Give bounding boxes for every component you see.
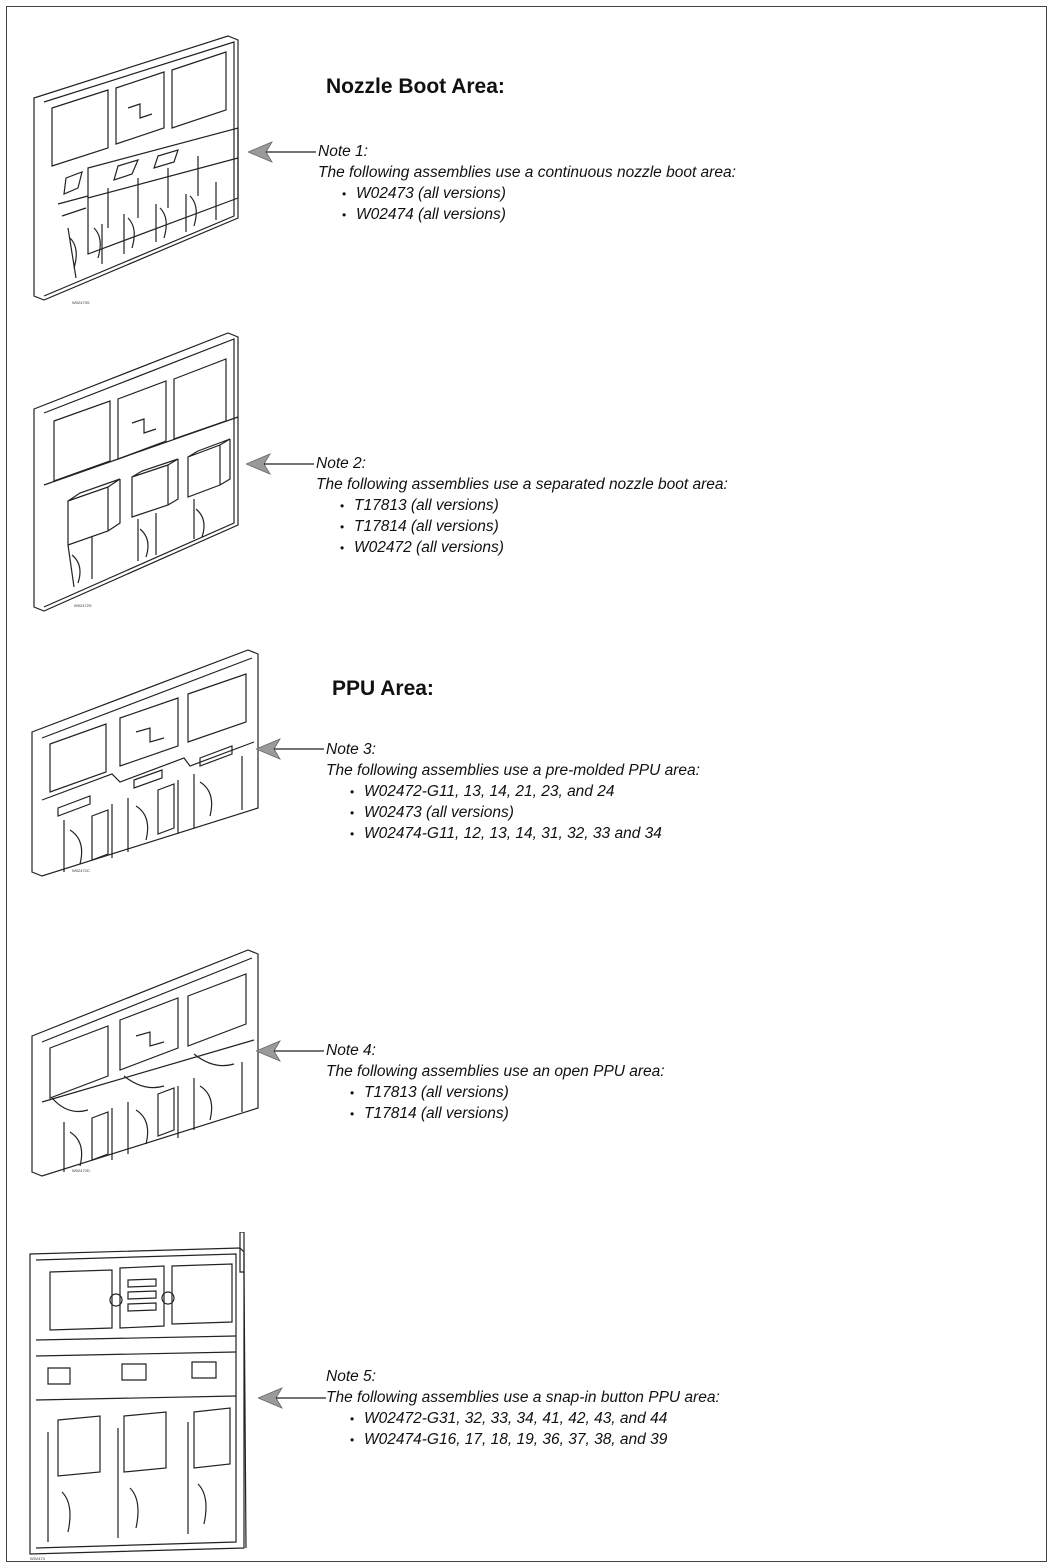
note-title: Note 4: (326, 1042, 376, 1059)
note-5: Note 5: The following assemblies use a s… (326, 1366, 720, 1451)
arrow-pointer-icon (254, 1039, 326, 1068)
list-item: W02472-G31, 32, 33, 34, 41, 42, 43, and … (350, 1408, 720, 1430)
list-item: W02473 (all versions) (342, 183, 736, 205)
note-1: Note 1: The following assemblies use a c… (318, 141, 736, 226)
nozzle-boot-heading: Nozzle Boot Area: (326, 75, 505, 98)
ppu-area-heading: PPU Area: (332, 677, 434, 700)
arrow-pointer-icon (246, 140, 318, 169)
list-item: W02474 (all versions) (342, 204, 736, 226)
note-title: Note 1: (318, 143, 368, 160)
pre-molded-ppu-drawing: W02472C (28, 640, 278, 880)
svg-text:W02472D: W02472D (72, 1168, 90, 1173)
note-2: Note 2: The following assemblies use a s… (316, 453, 728, 559)
arrow-pointer-icon (256, 1386, 328, 1415)
arrow-pointer-icon (244, 452, 316, 481)
list-item: T17814 (all versions) (350, 1103, 665, 1125)
page-frame (6, 6, 1047, 1562)
list-item: T17814 (all versions) (340, 516, 728, 538)
note-title: Note 5: (326, 1368, 376, 1385)
svg-text:W02474: W02474 (30, 1556, 46, 1561)
list-item: W02473 (all versions) (350, 802, 700, 824)
arrow-pointer-icon (254, 737, 326, 766)
svg-text:W02472S: W02472S (74, 603, 92, 608)
list-item: W02474-G16, 17, 18, 19, 36, 37, 38, and … (350, 1429, 720, 1451)
note-text: The following assemblies use a pre-molde… (326, 762, 700, 779)
note-text: The following assemblies use a continuou… (318, 164, 736, 181)
list-item: W02474-G11, 12, 13, 14, 31, 32, 33 and 3… (350, 823, 700, 845)
continuous-nozzle-boot-drawing: W02473S (28, 28, 258, 318)
snap-in-button-ppu-drawing: W02474 (18, 1232, 268, 1562)
svg-text:W02473S: W02473S (72, 300, 90, 305)
list-item: T17813 (all versions) (350, 1082, 665, 1104)
separated-nozzle-boot-drawing: W02472S (28, 325, 258, 615)
note-text: The following assemblies use an open PPU… (326, 1063, 665, 1080)
note-text: The following assemblies use a snap-in b… (326, 1389, 720, 1406)
note-3: Note 3: The following assemblies use a p… (326, 739, 700, 845)
svg-text:W02472C: W02472C (72, 868, 90, 873)
assembly-list: W02473 (all versions) W02474 (all versio… (318, 183, 736, 226)
assembly-list: T17813 (all versions) T17814 (all versio… (326, 1082, 665, 1125)
list-item: W02472-G11, 13, 14, 21, 23, and 24 (350, 781, 700, 803)
assembly-list: W02472-G31, 32, 33, 34, 41, 42, 43, and … (326, 1408, 720, 1451)
note-title: Note 3: (326, 741, 376, 758)
assembly-list: W02472-G11, 13, 14, 21, 23, and 24 W0247… (326, 781, 700, 845)
list-item: W02472 (all versions) (340, 537, 728, 559)
assembly-list: T17813 (all versions) T17814 (all versio… (316, 495, 728, 559)
note-text: The following assemblies use a separated… (316, 476, 728, 493)
note-4: Note 4: The following assemblies use an … (326, 1040, 665, 1125)
note-title: Note 2: (316, 455, 366, 472)
list-item: T17813 (all versions) (340, 495, 728, 517)
open-ppu-drawing: W02472D (28, 940, 278, 1180)
